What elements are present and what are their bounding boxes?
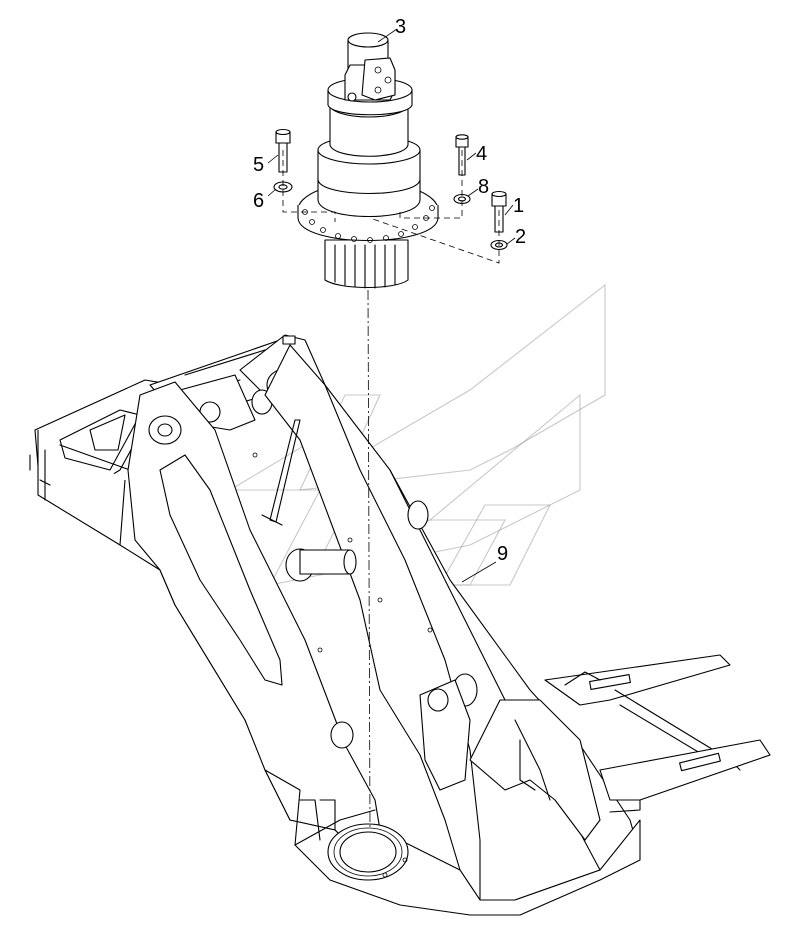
callout-3-label: 3 [395, 16, 406, 38]
callout-5: 5 [253, 154, 279, 176]
callout-9-label: 9 [497, 543, 508, 565]
callout-5-label: 5 [253, 154, 264, 176]
callout-4: 4 [466, 143, 487, 165]
callout-6: 6 [253, 188, 277, 212]
callout-4-label: 4 [476, 143, 487, 165]
callout-8-label: 8 [478, 176, 489, 198]
callout-8: 8 [467, 176, 489, 198]
callout-9: 9 [461, 543, 508, 583]
callout-1: 1 [504, 195, 524, 217]
flange-bolt-holes [302, 205, 435, 243]
bolt-1 [491, 190, 507, 233]
bolt-5 [275, 128, 291, 173]
boom-frame [29, 334, 771, 916]
slew-gear-motor [297, 32, 439, 289]
callout-1-label: 1 [513, 195, 524, 217]
callout-2: 2 [506, 226, 526, 248]
assembly-lines [282, 150, 500, 831]
callout-3: 3 [377, 16, 406, 43]
callout-2-label: 2 [515, 226, 526, 248]
callout-6-label: 6 [253, 190, 264, 212]
